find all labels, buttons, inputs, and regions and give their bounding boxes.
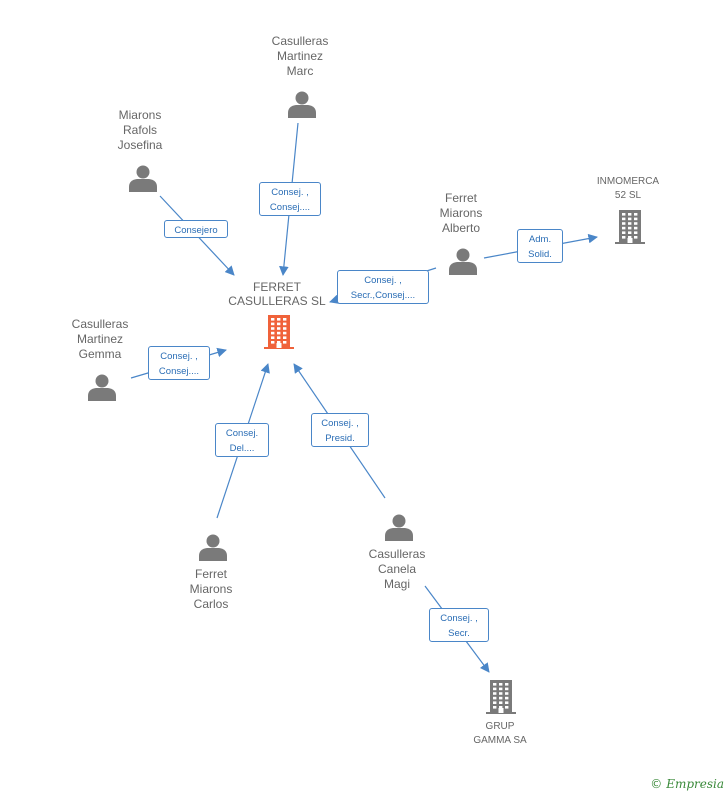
building-icon[interactable] [485, 679, 517, 720]
person-icon[interactable] [287, 89, 317, 124]
person-icon[interactable] [87, 372, 117, 407]
edge-label-alberto-main[interactable]: Consej. , Secr.,Consej.... [337, 270, 429, 304]
node-label-marc[interactable]: Casulleras Martinez Marc [271, 34, 329, 78]
node-label-main[interactable]: FERRET CASULLERAS SL [228, 280, 326, 308]
node-label-carlos[interactable]: Ferret Miarons Carlos [189, 567, 233, 611]
edge-label-alberto-inmomerca[interactable]: Adm. Solid. [517, 229, 563, 263]
person-icon[interactable] [384, 512, 414, 547]
edge-label-magi-main[interactable]: Consej. , Presid. [311, 413, 369, 447]
edge-label-marc-main[interactable]: Consej. , Consej.... [259, 182, 321, 216]
edge-label-magi-grup[interactable]: Consej. , Secr. [429, 608, 489, 642]
brand-logo: ©Empresia [650, 777, 724, 791]
edge-label-carlos-main[interactable]: Consej. Del.... [215, 423, 269, 457]
node-label-josefina[interactable]: Miarons Rafols Josefina [117, 108, 163, 152]
brand-name: Empresia [666, 777, 724, 791]
edge-label-josefina-main[interactable]: Consejero [164, 220, 228, 238]
person-icon[interactable] [198, 532, 228, 567]
person-icon[interactable] [128, 163, 158, 198]
building-icon[interactable] [614, 209, 646, 250]
edge-label-gemma-main[interactable]: Consej. , Consej.... [148, 346, 210, 380]
node-label-gemma[interactable]: Casulleras Martinez Gemma [71, 317, 129, 361]
node-label-magi[interactable]: Casulleras Canela Magi [368, 547, 426, 591]
person-icon[interactable] [448, 246, 478, 281]
node-label-alberto[interactable]: Ferret Miarons Alberto [439, 191, 483, 235]
node-label-grup[interactable]: GRUP GAMMA SA [473, 721, 527, 746]
copyright-icon: © [650, 777, 663, 791]
building-icon[interactable] [263, 314, 295, 355]
node-label-inmomerca[interactable]: INMOMERCA 52 SL [596, 176, 660, 201]
